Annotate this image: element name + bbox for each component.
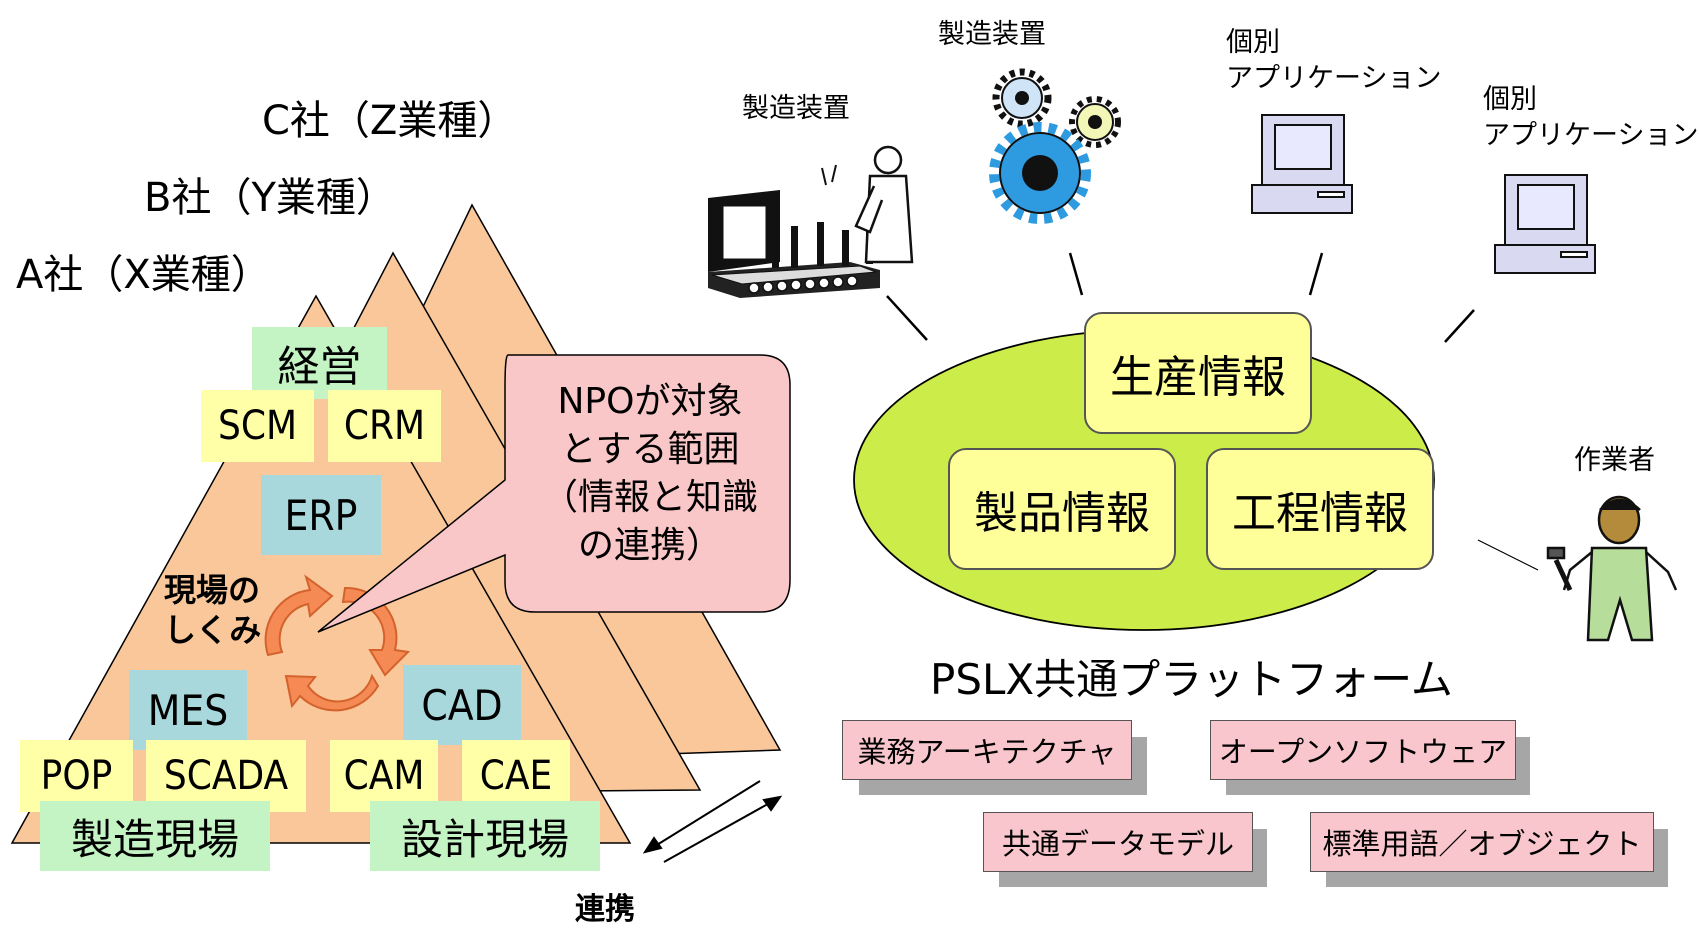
app-label-2-line-1: 個別	[1483, 84, 1537, 115]
scm-tag: SCM	[201, 390, 314, 462]
worker-label: 作業者	[1574, 445, 1655, 476]
computer-icon-2	[1494, 174, 1596, 274]
callout-line-3: （情報と知識	[541, 477, 758, 518]
computer-icon	[1251, 114, 1353, 214]
cae-tag: CAE	[462, 740, 570, 812]
app-label-2: 個別 アプリケーション	[1483, 82, 1698, 154]
seizou-genba-tag: 製造現場	[40, 801, 270, 871]
keiei-tag: 経営	[252, 327, 387, 399]
conveyor-machine-icon	[708, 145, 914, 298]
seizou-souchi-label-1: 製造装置	[742, 93, 850, 124]
callout-text: NPOが対象 とする範囲 （情報と知識 の連携）	[515, 378, 785, 570]
seizou-souchi-label-2: 製造装置	[938, 19, 1046, 50]
pop-tag: POP	[20, 740, 133, 812]
oss-box: オープンソフトウェア	[1210, 720, 1516, 780]
scada-tag: SCADA	[146, 740, 306, 812]
data-model-box: 共通データモデル	[983, 812, 1253, 872]
seisan-info-box: 生産情報	[1084, 312, 1312, 434]
crm-tag: CRM	[328, 390, 441, 462]
sekkei-genba-tag: 設計現場	[370, 801, 600, 871]
architecture-box: 業務アーキテクチャ	[842, 720, 1132, 780]
app-label-2-line-2: アプリケーション	[1483, 120, 1699, 151]
company-c-label: C社（Z業種）	[262, 98, 518, 144]
koutei-info-box: 工程情報	[1206, 448, 1434, 570]
cam-tag: CAM	[330, 740, 438, 812]
genba-shikumi-line-2: しくみ	[164, 611, 262, 649]
app-label-1: 個別 アプリケーション	[1226, 25, 1441, 97]
erp-tag: ERP	[261, 475, 381, 555]
gears-icon	[989, 68, 1121, 224]
worker-icon	[1546, 495, 1678, 642]
cad-tag: CAD	[403, 665, 521, 745]
genba-shikumi-line-1: 現場の	[164, 571, 261, 609]
vocabulary-box: 標準用語／オブジェクト	[1310, 812, 1654, 872]
renkei-arrows-icon	[642, 780, 783, 863]
company-a-label: A社（X業種）	[16, 252, 271, 298]
renkei-label: 連携	[575, 892, 635, 927]
app-label-1-line-1: 個別	[1226, 27, 1280, 58]
connector-lines	[886, 252, 1539, 571]
mes-tag: MES	[129, 670, 247, 750]
callout-line-1: NPOが対象	[557, 381, 743, 422]
callout-line-4: の連携）	[577, 525, 722, 566]
seihin-info-box: 製品情報	[948, 448, 1176, 570]
company-b-label: B社（Y業種）	[144, 175, 396, 221]
app-label-1-line-2: アプリケーション	[1226, 63, 1442, 94]
callout-line-2: とする範囲	[560, 429, 740, 470]
genba-shikumi-label: 現場の しくみ	[164, 570, 261, 650]
callout-bubble	[317, 354, 791, 633]
platform-title: PSLX共通プラットフォーム	[930, 655, 1453, 704]
